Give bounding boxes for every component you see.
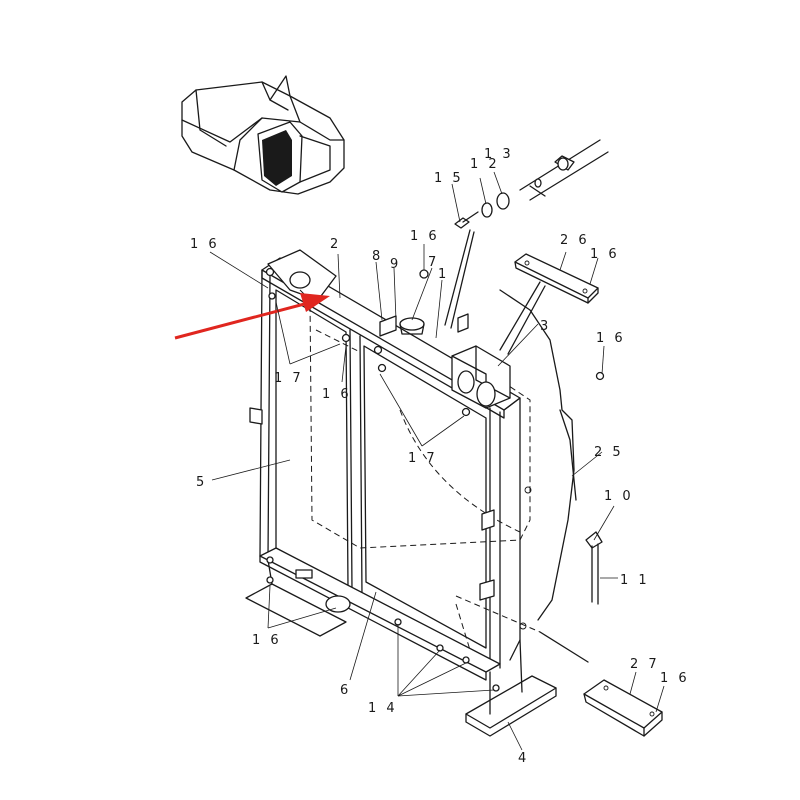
callout-15: 1 5 (434, 171, 464, 186)
callout-11: 1 1 (620, 573, 650, 588)
callout-17: 1 7 (408, 451, 438, 466)
callout-8: 8 (372, 249, 383, 264)
cover-plate-part-26 (499, 253, 599, 355)
callout-13: 1 3 (484, 147, 514, 162)
callout-6: 6 (340, 683, 351, 698)
callout-labels: 1 5 1 2 1 3 1 6 2 8 1 6 9 7 1 2 6 1 6 3 … (190, 147, 690, 766)
lower-cover-part-27 (583, 679, 663, 737)
callout-4: 4 (518, 751, 529, 766)
leader-lines (209, 171, 665, 751)
cover-26-guide-line (499, 281, 541, 351)
callout-14: 1 4 (368, 701, 398, 716)
callout-27: 2 7 (630, 657, 660, 672)
callout-5: 5 (196, 475, 207, 490)
callout-16: 1 6 (190, 237, 220, 252)
callout-26: 2 6 (560, 233, 590, 248)
bolt-shank (462, 211, 479, 223)
callout-16: 1 6 (322, 387, 352, 402)
callout-16: 1 6 (590, 247, 620, 262)
callout-16: 1 6 (596, 331, 626, 346)
callout-12: 1 2 (470, 157, 500, 172)
callout-10: 1 0 (604, 489, 634, 504)
callout-16: 1 6 (252, 633, 282, 648)
callout-16: 1 6 (410, 229, 440, 244)
callout-1: 1 (438, 267, 449, 282)
washer-part-12 (481, 202, 493, 218)
callout-2: 2 (330, 237, 341, 252)
callout-7: 7 (428, 255, 439, 270)
callout-3: 3 (540, 319, 551, 334)
machine-locator-thumbnail (181, 75, 345, 195)
nut-part-13 (496, 192, 510, 210)
callout-17: 1 7 (274, 371, 304, 386)
callout-9: 9 (390, 257, 401, 272)
callout-16: 1 6 (660, 671, 690, 686)
callout-25: 2 5 (594, 445, 624, 460)
bolt-axis-line (444, 229, 471, 326)
top-mounting-hardware (444, 139, 609, 329)
red-indicator-arrow (174, 293, 330, 340)
